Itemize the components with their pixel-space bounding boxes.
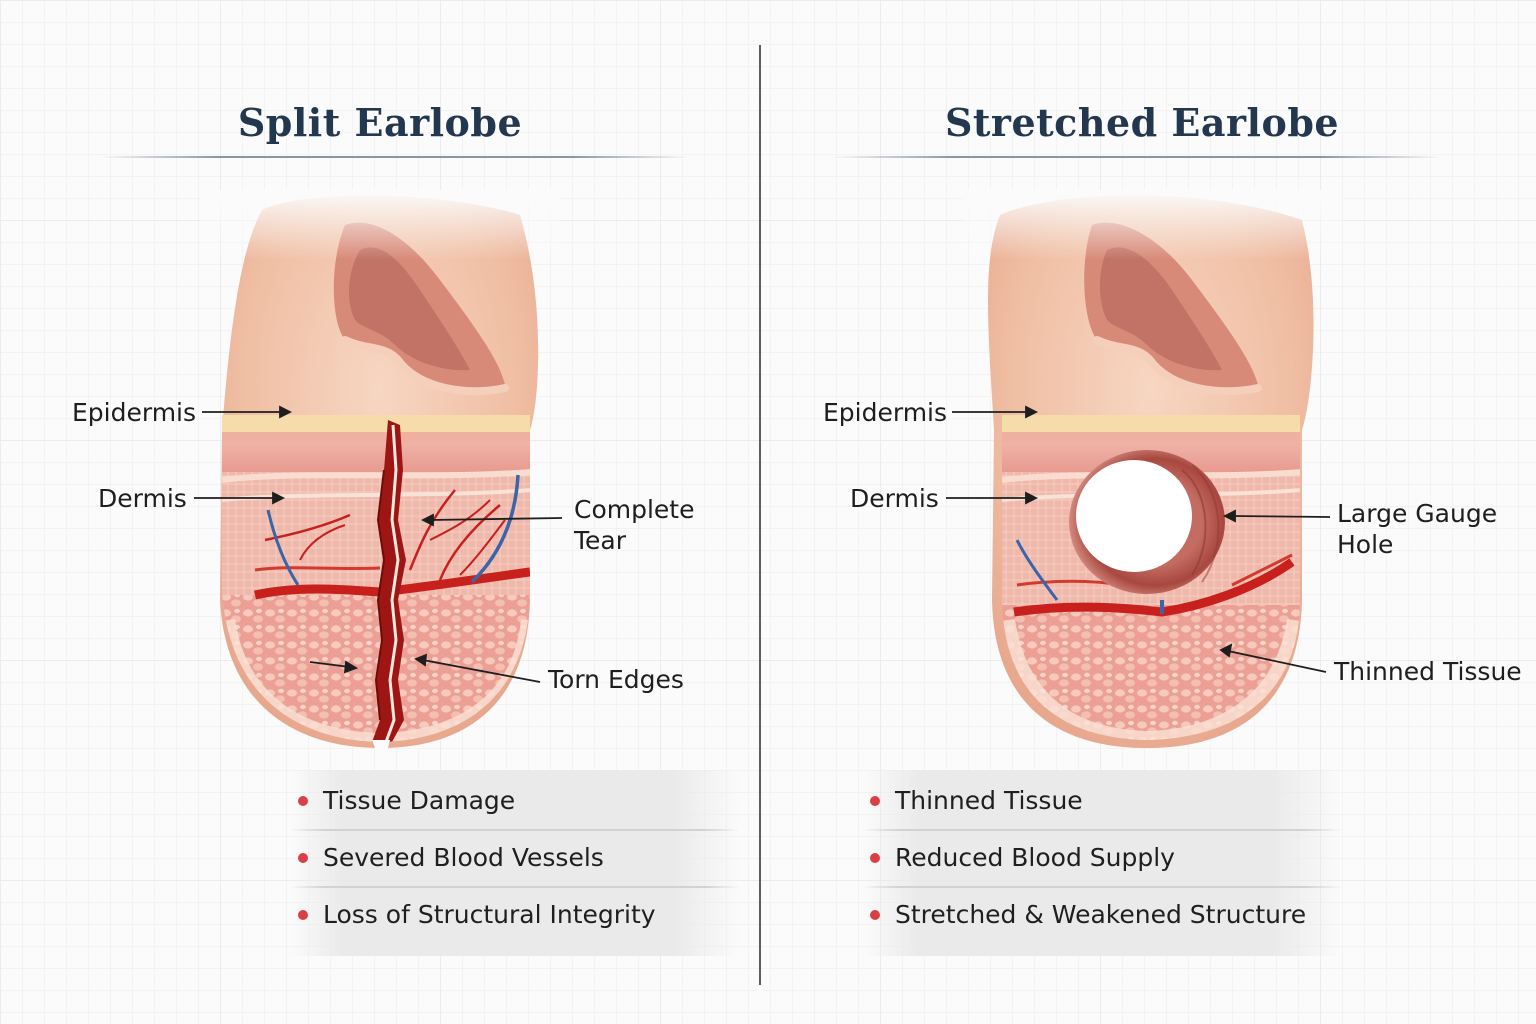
title-underline	[832, 156, 1442, 158]
fact-text: Reduced Blood Supply	[895, 843, 1175, 872]
label-dermis: Dermis	[850, 484, 939, 513]
split-earlobe-illustration	[194, 190, 563, 756]
label-thinned-tissue: Thinned Tissue	[1334, 657, 1522, 686]
fact-text: Thinned Tissue	[895, 786, 1083, 815]
fact-item: Stretched & Weakened Structure	[862, 886, 1342, 943]
fact-text: Stretched & Weakened Structure	[895, 900, 1307, 929]
fact-separator	[290, 829, 740, 831]
fact-text: Tissue Damage	[323, 786, 516, 815]
fact-text: Severed Blood Vessels	[323, 843, 604, 872]
fact-item: Thinned Tissue	[862, 772, 1342, 829]
bullet-icon	[298, 853, 308, 863]
facts-list: Thinned Tissue Reduced Blood Supply Stre…	[862, 770, 1342, 956]
bullet-icon	[870, 796, 880, 806]
split-earlobe-panel: Split Earlobe	[0, 0, 760, 1024]
label-epidermis: Epidermis	[823, 398, 948, 427]
bullet-icon	[870, 853, 880, 863]
facts-list: Tissue Damage Severed Blood Vessels Loss…	[290, 770, 740, 956]
label-torn-edges: Torn Edges	[548, 665, 684, 694]
stretched-earlobe-panel: Stretched Earlobe	[762, 0, 1522, 1024]
fact-separator	[290, 886, 740, 888]
fact-item: Tissue Damage	[290, 772, 740, 829]
title-underline	[100, 156, 690, 158]
fact-separator	[862, 829, 1342, 831]
fact-separator	[862, 886, 1342, 888]
fact-text: Loss of Structural Integrity	[323, 900, 656, 929]
panel-divider	[759, 45, 761, 985]
panel-title: Split Earlobe	[237, 100, 523, 145]
bullet-icon	[298, 796, 308, 806]
stretched-earlobe-illustration	[946, 190, 1342, 749]
fact-item: Reduced Blood Supply	[862, 829, 1342, 886]
panel-title: Stretched Earlobe	[944, 100, 1340, 145]
bullet-icon	[870, 910, 880, 920]
fact-item: Loss of Structural Integrity	[290, 886, 740, 943]
label-epidermis: Epidermis	[72, 398, 197, 427]
label-large-gauge-hole: Large Gauge Hole	[1337, 499, 1498, 559]
bullet-icon	[298, 910, 308, 920]
label-complete-tear: Complete Tear	[574, 495, 695, 555]
label-dermis: Dermis	[98, 484, 187, 513]
fact-item: Severed Blood Vessels	[290, 829, 740, 886]
